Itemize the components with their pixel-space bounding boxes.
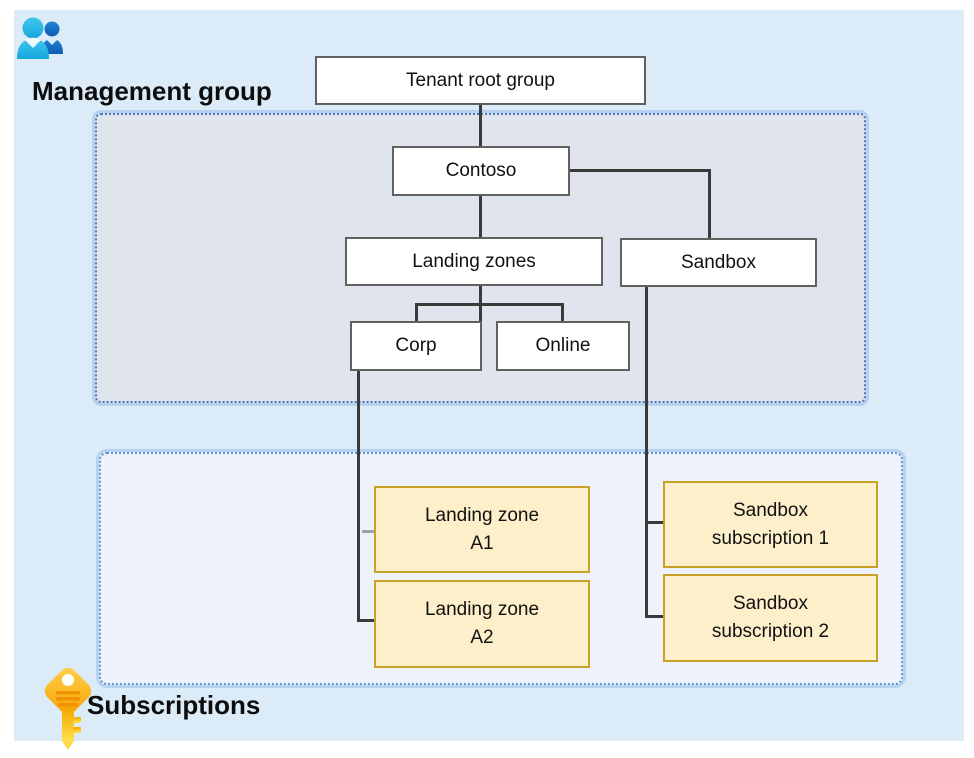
connector-contoso-sandbox-horizontal	[568, 169, 711, 172]
connector-corp-subscriptions	[357, 370, 360, 622]
node-online: Online	[496, 321, 630, 371]
node-label-line2: A1	[470, 532, 494, 554]
subscriptions-label: Subscriptions	[87, 690, 261, 720]
connector-corp-drop	[415, 303, 418, 322]
connector-contoso-landing	[479, 196, 482, 238]
connector-landing-zone-a2	[357, 619, 376, 622]
node-sandbox-subscription-1: Sandbox subscription 1	[663, 481, 878, 568]
node-label-line2: subscription 2	[711, 621, 830, 642]
node-sandbox: Sandbox	[620, 238, 817, 287]
connector-contoso-sandbox-vertical	[708, 169, 711, 239]
node-label: Tenant root group	[406, 69, 555, 91]
node-label: Landing zones	[412, 250, 536, 272]
node-label: Corp	[395, 335, 437, 356]
node-label-line1: Landing zone	[424, 504, 540, 526]
key-icon	[40, 665, 98, 756]
connector-tenant-contoso	[479, 105, 482, 147]
connector-corp-online-split	[415, 303, 564, 306]
node-label: Contoso	[445, 160, 517, 181]
diagram-canvas: Management group Tenant root group Conto…	[14, 10, 964, 750]
connector-online-drop	[561, 303, 564, 322]
node-label-line2: subscription 1	[711, 527, 830, 549]
management-group-label: Management group	[32, 76, 272, 106]
node-tenant-root-group: Tenant root group	[315, 56, 646, 105]
connector-landing-zone-a1	[362, 530, 374, 533]
node-label: Sandbox	[680, 251, 756, 273]
node-label-line1: Sandbox	[732, 593, 808, 615]
node-landing-zones: Landing zones	[345, 237, 603, 286]
node-sandbox-subscription-2: Sandbox subscription 2	[663, 574, 878, 662]
people-icon	[16, 16, 66, 65]
connector-sandbox-subscription-1	[645, 521, 664, 524]
connector-sandbox-subscription-2	[645, 615, 664, 618]
node-label-line2: A2	[470, 627, 494, 648]
node-label-line1: Sandbox	[732, 499, 808, 521]
node-corp: Corp	[350, 321, 482, 371]
node-landing-zone-a1: Landing zone A1	[374, 486, 590, 573]
node-label: Online	[535, 335, 591, 356]
connector-sandbox-subscriptions	[645, 286, 648, 618]
node-landing-zone-a2: Landing zone A2	[374, 580, 590, 668]
node-label-line1: Landing zone	[424, 599, 540, 621]
node-contoso: Contoso	[392, 146, 570, 196]
